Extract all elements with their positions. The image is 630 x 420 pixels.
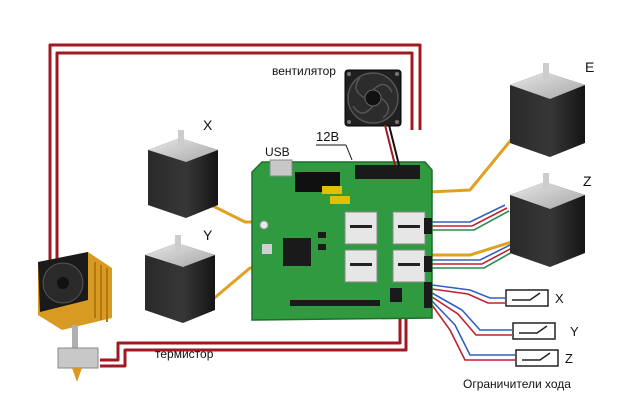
signal-wires xyxy=(431,204,515,361)
motor-z-label: Z xyxy=(583,173,592,189)
controller-board xyxy=(251,159,433,321)
motor-y xyxy=(145,235,215,323)
mcu-chip xyxy=(283,238,311,266)
motor-e-label: E xyxy=(585,59,594,75)
power-wires xyxy=(48,43,422,368)
usb-port xyxy=(269,159,293,177)
endstop-x-label: X xyxy=(555,291,564,306)
motor-x-label: X xyxy=(203,117,213,133)
endstop-z xyxy=(515,349,559,367)
power-label: 12В xyxy=(316,129,339,144)
endstop-x xyxy=(505,289,549,307)
endstop-y xyxy=(512,322,556,340)
motor-z xyxy=(510,173,585,267)
usb-label: USB xyxy=(265,145,290,159)
power-label-leader xyxy=(345,144,353,161)
fan xyxy=(344,69,402,166)
motor-e xyxy=(510,63,585,157)
fan-label: вентилятор xyxy=(272,64,336,78)
endstop-y-label: Y xyxy=(570,324,579,339)
thermistor-label: термистор xyxy=(155,347,214,361)
motor-z-wire xyxy=(430,238,519,257)
motor-y-label: Y xyxy=(203,227,213,243)
motor-e-wire xyxy=(429,134,517,194)
hotend xyxy=(38,252,112,382)
endstops-caption: Ограничители хода xyxy=(463,377,571,391)
endstop-z-label: Z xyxy=(565,351,573,366)
motor-x xyxy=(148,130,218,218)
